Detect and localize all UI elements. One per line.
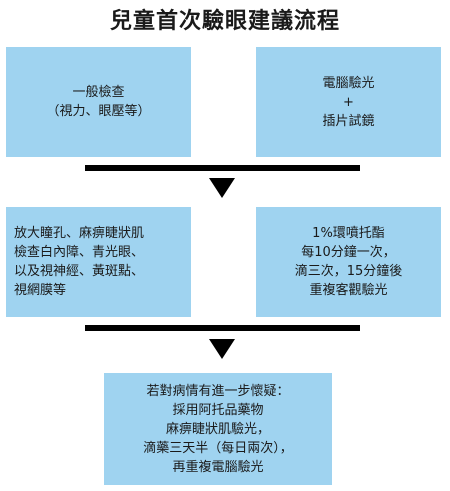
- refraction-box: 電腦驗光 + 插片試鏡: [256, 47, 441, 157]
- atropine-text: 若對病情有進一步懷疑： 採用阿托品藥物 麻痹睫狀肌驗光， 滴藥三天半（每日兩次）…: [143, 383, 293, 475]
- cyclopentolate-text: 1%環噴托酯 每10分鐘一次， 滴三次，15分鐘後 重複客觀驗光: [294, 226, 403, 298]
- cyclopentolate-box: 1%環噴托酯 每10分鐘一次， 滴三次，15分鐘後 重複客觀驗光: [256, 207, 441, 317]
- connector-bar-1: [85, 165, 360, 171]
- refraction-text: 電腦驗光 + 插片試鏡: [322, 75, 375, 129]
- dilation-exam-box: 放大瞳孔、麻痹睫狀肌 檢查白內障、青光眼、 以及視神經、黃斑點、 視網膜等: [6, 207, 191, 317]
- down-arrow-icon: [209, 178, 235, 198]
- dilation-exam-text: 放大瞳孔、麻痹睫狀肌 檢查白內障、青光眼、 以及視神經、黃斑點、 視網膜等: [14, 226, 145, 298]
- atropine-box: 若對病情有進一步懷疑： 採用阿托品藥物 麻痹睫狀肌驗光， 滴藥三天半（每日兩次）…: [104, 373, 332, 485]
- down-arrow-icon: [209, 339, 235, 359]
- general-exam-box: 一般檢查 （視力、眼壓等）: [6, 47, 191, 157]
- general-exam-text: 一般檢查 （視力、眼壓等）: [46, 85, 151, 119]
- flowchart-title: 兒童首次驗眼建議流程: [109, 9, 340, 34]
- connector-bar-2: [85, 325, 360, 331]
